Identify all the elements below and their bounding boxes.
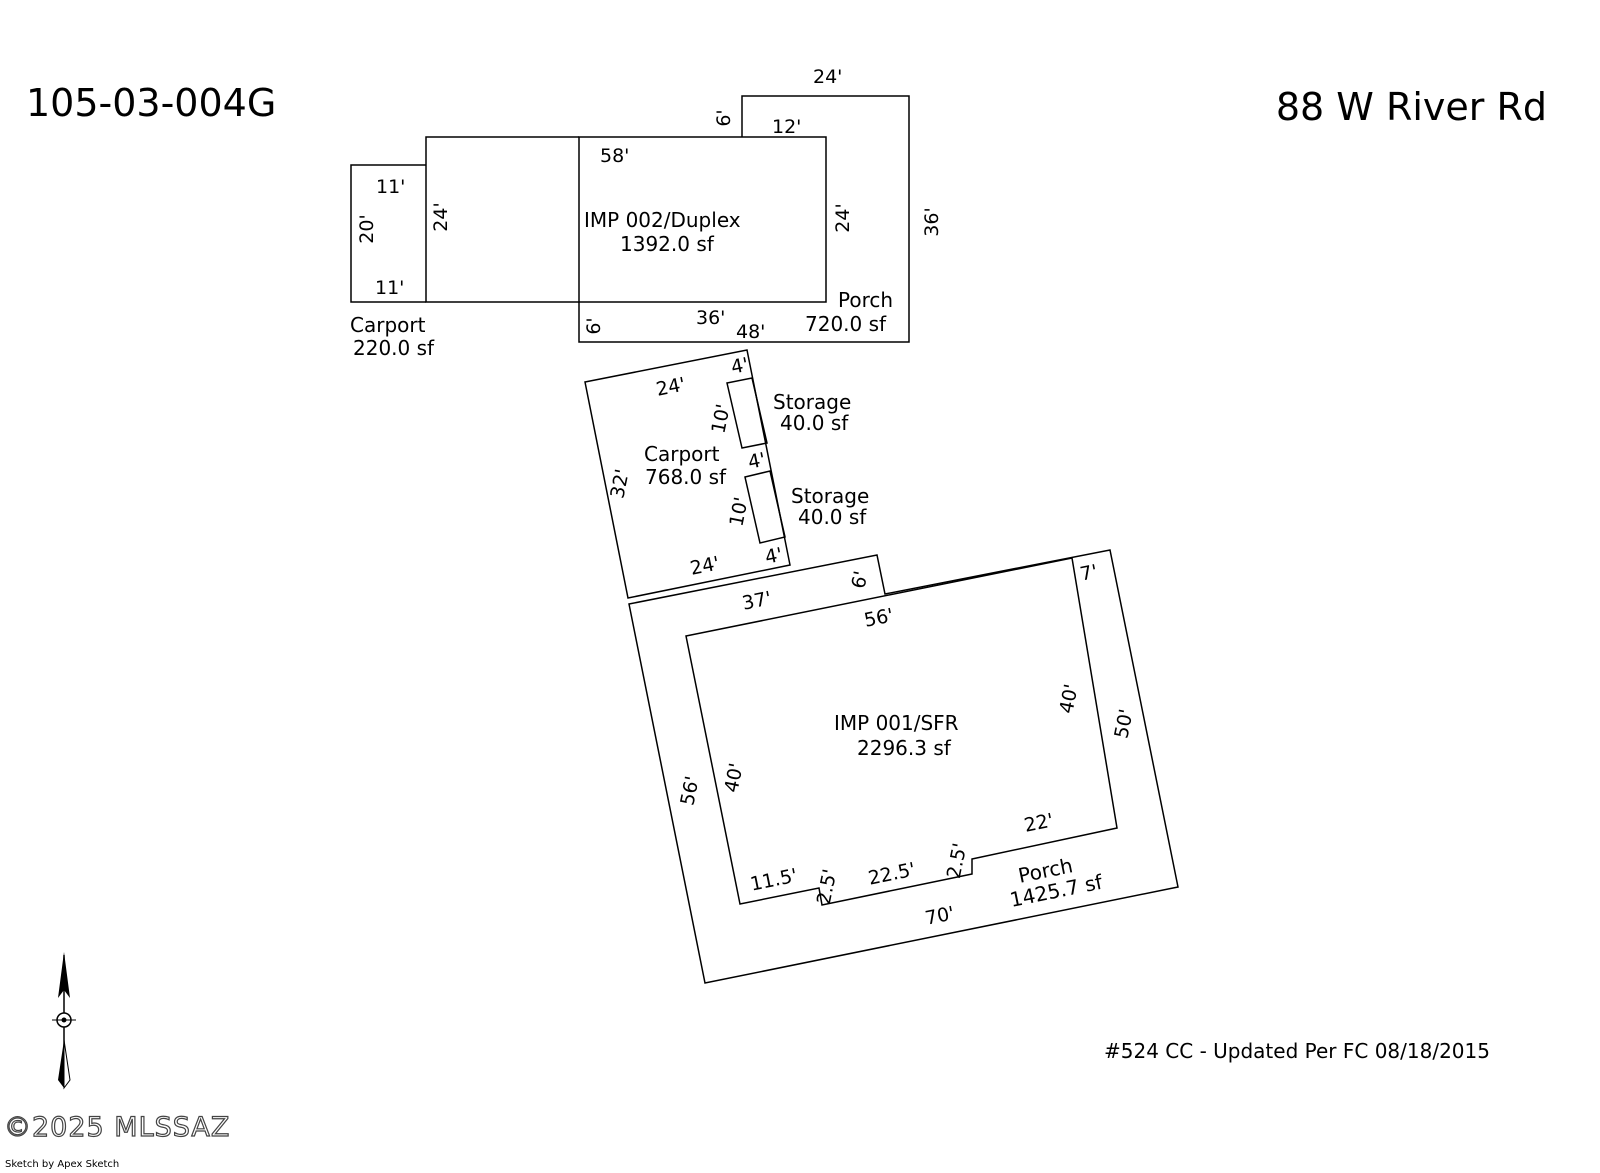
dim-porch-top-bottom-step: 6' xyxy=(583,317,605,334)
storage-1-area: 40.0 sf xyxy=(780,411,849,435)
carport-large-outline xyxy=(584,349,791,599)
dim-porch-top-bottom: 48' xyxy=(736,321,765,343)
update-note: #524 CC - Updated Per FC 08/18/2015 xyxy=(1104,1039,1490,1063)
carport-large-name: Carport xyxy=(644,442,720,466)
porch-top-name: Porch xyxy=(838,288,893,312)
dim-sfr-bottom-left: 11.5' xyxy=(748,865,799,896)
duplex-name: IMP 002/Duplex xyxy=(584,208,741,232)
sketch-credit: Sketch by Apex Sketch xyxy=(5,1159,119,1170)
dim-storage-1-top: 4' xyxy=(729,354,750,379)
parcel-id: 105-03-004G xyxy=(26,81,276,125)
duplex-area: 1392.0 sf xyxy=(620,232,715,256)
property-address: 88 W River Rd xyxy=(1276,85,1547,129)
dim-sfr-top: 56' xyxy=(862,604,895,631)
dim-duplex-right: 24' xyxy=(832,203,854,232)
duplex-outline xyxy=(578,136,827,303)
dim-porch-bottom-right-top: 7' xyxy=(1078,561,1099,586)
dim-porch-bottom-top-left: 37' xyxy=(740,587,773,614)
storage-2-name: Storage xyxy=(791,484,869,508)
north-arrow-icon xyxy=(52,952,76,1090)
sfr-name: IMP 001/SFR xyxy=(834,711,959,735)
dim-sfr-notch-1: 2.5' xyxy=(813,867,842,906)
dim-porch-bottom-right: 50' xyxy=(1110,707,1137,740)
dim-carport-small-top: 11' xyxy=(376,176,405,198)
dim-porch-bottom-left: 56' xyxy=(676,774,703,807)
storage-2-area: 40.0 sf xyxy=(798,505,867,529)
dim-sfr-bottom-right: 22' xyxy=(1022,809,1055,836)
porch-top-area: 720.0 sf xyxy=(805,312,887,336)
storage-1-name: Storage xyxy=(773,390,851,414)
dim-storage-2-side: 10' xyxy=(725,495,752,528)
sfr-outline xyxy=(685,557,1118,906)
dim-carport-large-top: 24' xyxy=(654,373,687,400)
storage-2-outline xyxy=(744,470,786,544)
middle-structure-group xyxy=(584,349,791,599)
lower-structure-group xyxy=(628,549,1179,984)
dim-storage-2-bottom: 4' xyxy=(763,544,784,569)
carport-small-area: 220.0 sf xyxy=(353,336,435,360)
dim-porch-bottom-step: 6' xyxy=(848,569,873,590)
carport-small-name: Carport xyxy=(350,313,426,337)
carport-large-area: 768.0 sf xyxy=(645,465,727,489)
dim-porch-top-step: 6' xyxy=(713,109,735,126)
upper-structure-group xyxy=(350,95,910,343)
dim-sfr-bottom-mid: 22.5' xyxy=(866,859,917,890)
dim-porch-top-right: 36' xyxy=(921,207,943,236)
dim-carport-large-side: 32' xyxy=(606,467,633,500)
dim-carport-small-bottom: 11' xyxy=(375,277,404,299)
dim-carport-large-bottom: 24' xyxy=(688,552,721,579)
dim-storage-1-side: 10' xyxy=(707,402,734,435)
dim-duplex-top: 58' xyxy=(600,145,629,167)
dim-sfr-left: 40' xyxy=(720,761,747,794)
dim-sfr-right: 40' xyxy=(1055,682,1082,715)
porch-bottom-outline xyxy=(628,549,1179,984)
dim-storage-1-bottom: 4' xyxy=(746,449,767,474)
dim-porch-bottom-bottom: 70' xyxy=(923,902,956,929)
dim-porch-top-inner: 12' xyxy=(772,116,801,138)
dim-duplex-bottom: 36' xyxy=(696,307,725,329)
carport-small-outline xyxy=(425,136,579,303)
dim-porch-top-width: 24' xyxy=(813,66,842,88)
sfr-area: 2296.3 sf xyxy=(857,736,952,760)
carport-small-left-outline xyxy=(350,164,426,303)
storage-1-outline xyxy=(726,377,768,449)
porch-top-outline xyxy=(578,95,910,343)
dim-carport-small-side: 20' xyxy=(356,214,378,243)
dim-duplex-left: 24' xyxy=(430,202,452,231)
copyright-watermark: ©2025 MLSSAZ xyxy=(4,1112,230,1143)
